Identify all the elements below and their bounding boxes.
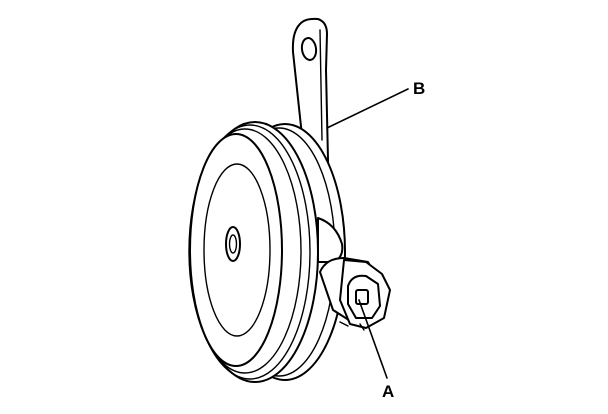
- leader-line-a: [358, 299, 388, 379]
- bracket-bolt-hole: [300, 37, 318, 61]
- horn-front-face: [189, 133, 283, 367]
- label-a: A: [382, 382, 394, 401]
- leader-line-b: [326, 88, 409, 129]
- electrical-connector: [319, 257, 391, 331]
- label-b: B: [413, 79, 425, 98]
- horn-center-cap: [225, 226, 241, 262]
